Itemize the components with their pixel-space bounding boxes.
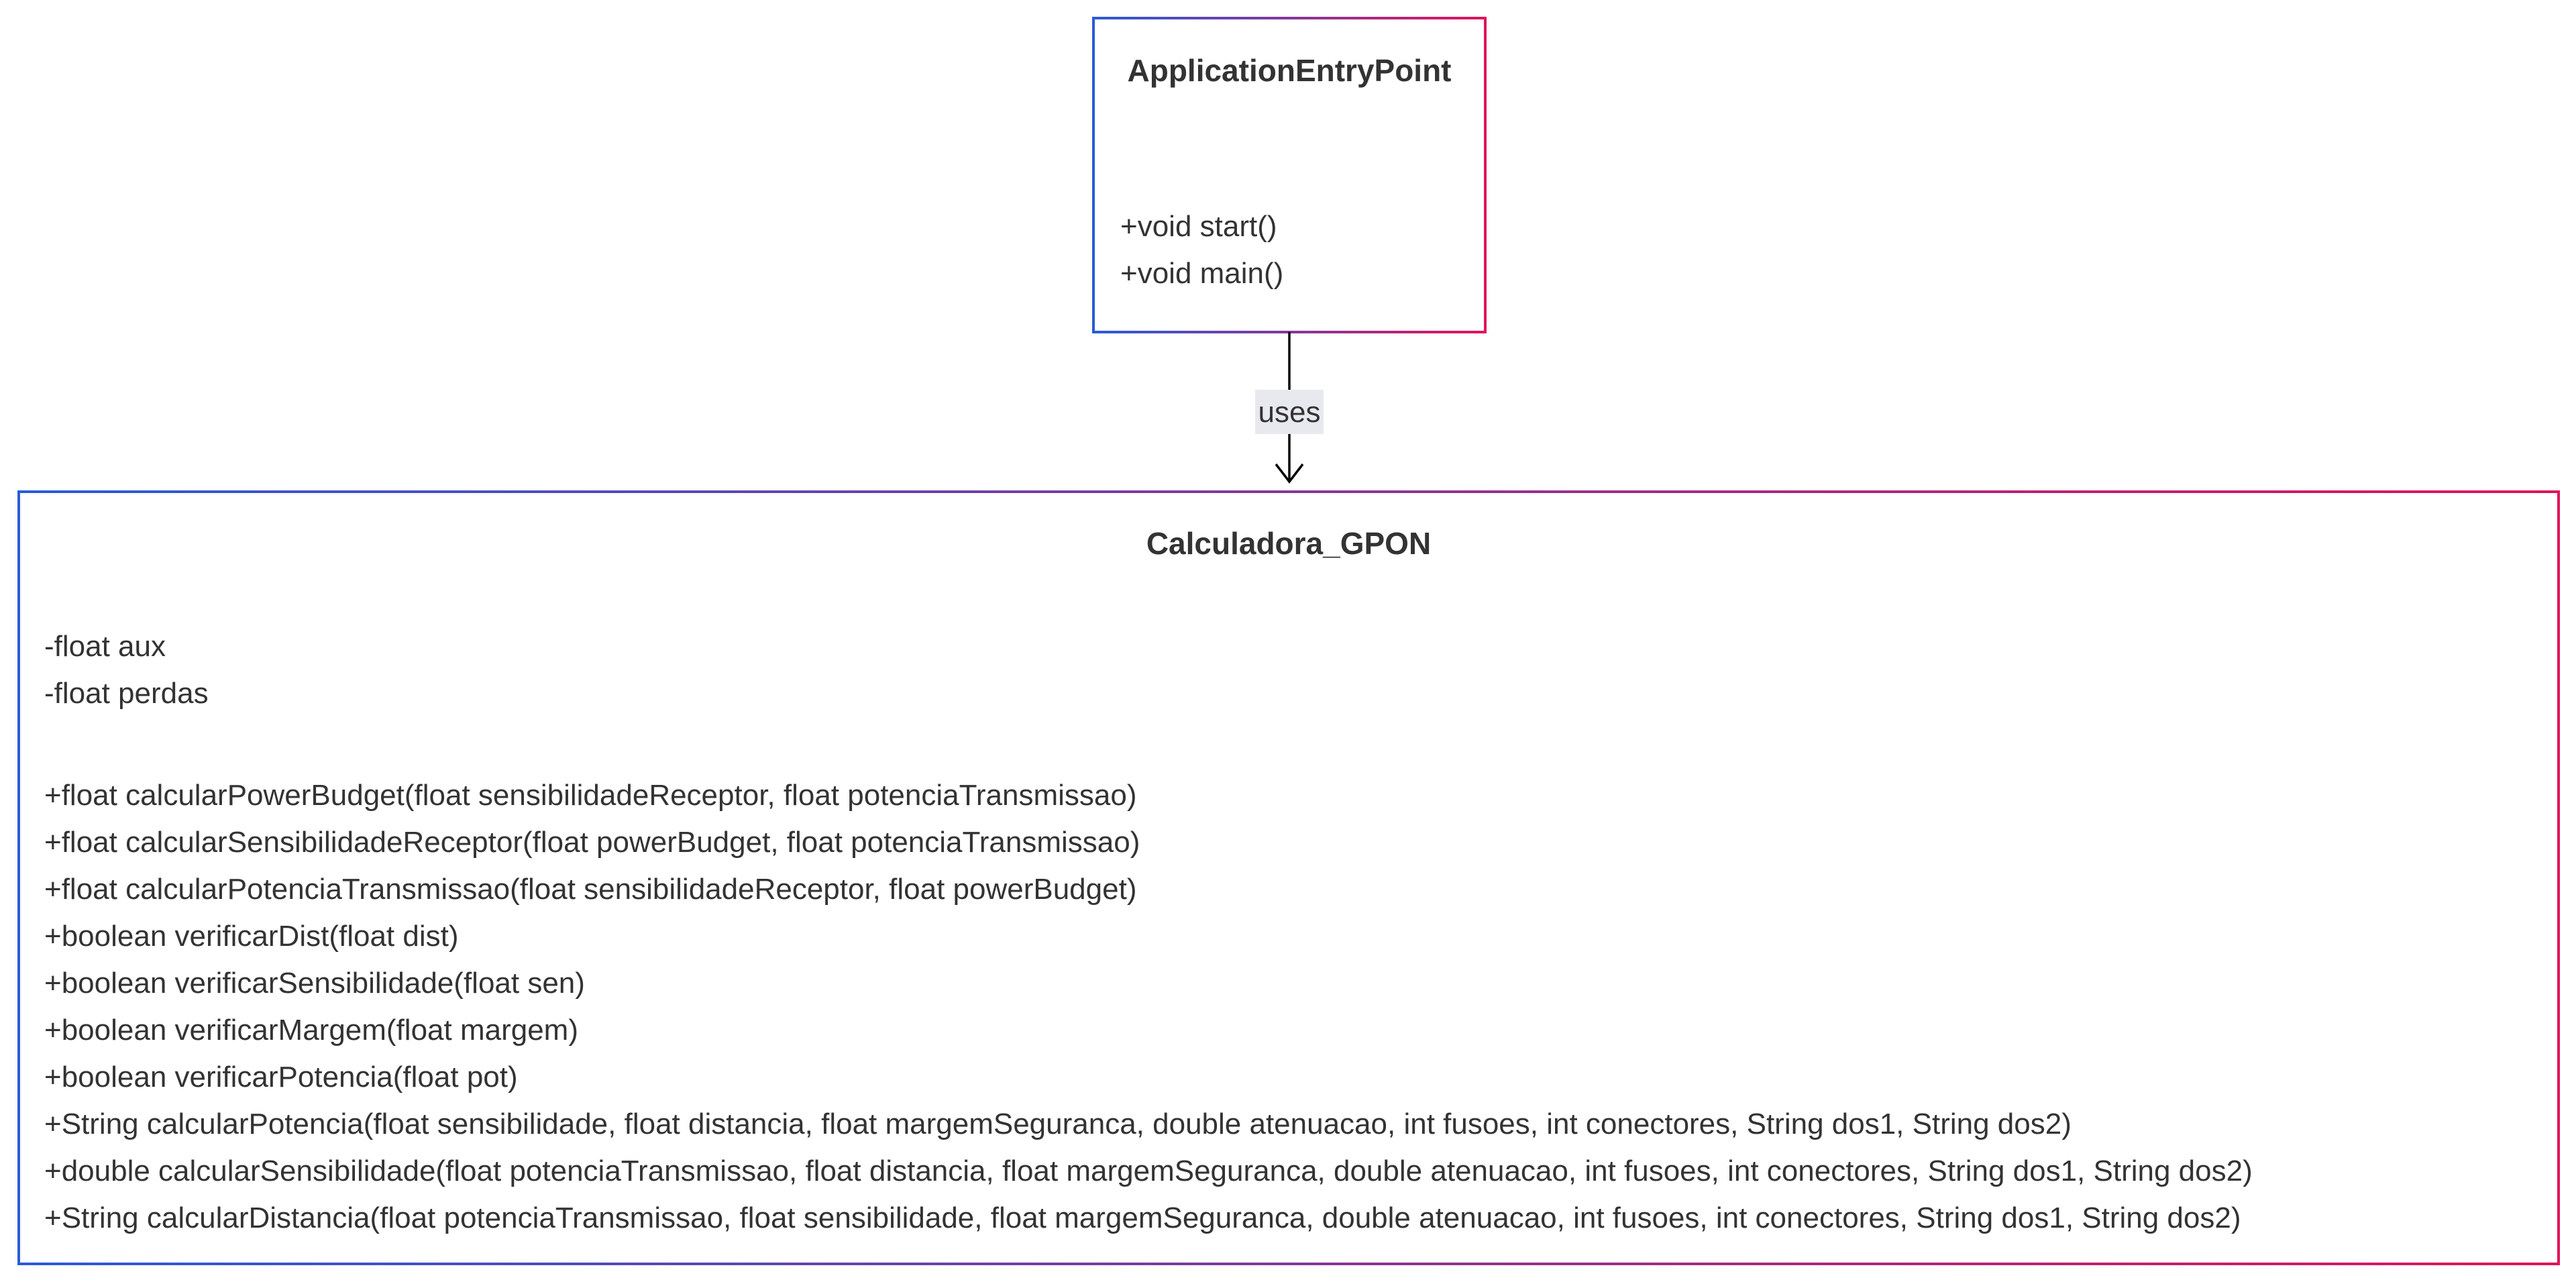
class-method: +float calcularSensibilidadeReceptor(flo… — [44, 826, 1140, 859]
class-box-border — [17, 490, 2560, 1265]
class-name: ApplicationEntryPoint — [1128, 53, 1452, 88]
class-box-application-entry-point: ApplicationEntryPoint +void start() +voi… — [1092, 17, 1487, 333]
class-box-border — [1092, 17, 1487, 333]
class-method: +boolean verificarDist(float dist) — [44, 920, 458, 953]
class-name: Calculadora_GPON — [1146, 526, 1431, 561]
class-method: +boolean verificarSensibilidade(float se… — [44, 967, 585, 1000]
class-method: +float calcularPowerBudget(float sensibi… — [44, 779, 1136, 812]
class-method: +void start() — [1120, 210, 1277, 243]
class-attribute: -float perdas — [44, 677, 209, 710]
class-method: +double calcularSensibilidade(float pote… — [44, 1155, 2253, 1187]
relation-label-background — [1255, 390, 1324, 434]
class-box-calculadora-gpon: Calculadora_GPON -float aux -float perda… — [17, 490, 2560, 1265]
class-method: +String calcularDistancia(float potencia… — [44, 1201, 2241, 1234]
relation-arrowhead — [1275, 463, 1304, 484]
class-method: +float calcularPotenciaTransmissao(float… — [44, 873, 1136, 906]
relation-uses: uses — [1255, 332, 1324, 484]
class-method: +void main() — [1120, 257, 1283, 290]
relation-label: uses — [1258, 396, 1321, 429]
class-method: +boolean verificarMargem(float margem) — [44, 1014, 578, 1047]
class-method: +String calcularPotencia(float sensibili… — [44, 1108, 2072, 1140]
class-method: +boolean verificarPotencia(float pot) — [44, 1061, 518, 1093]
class-attribute: -float aux — [44, 630, 166, 663]
